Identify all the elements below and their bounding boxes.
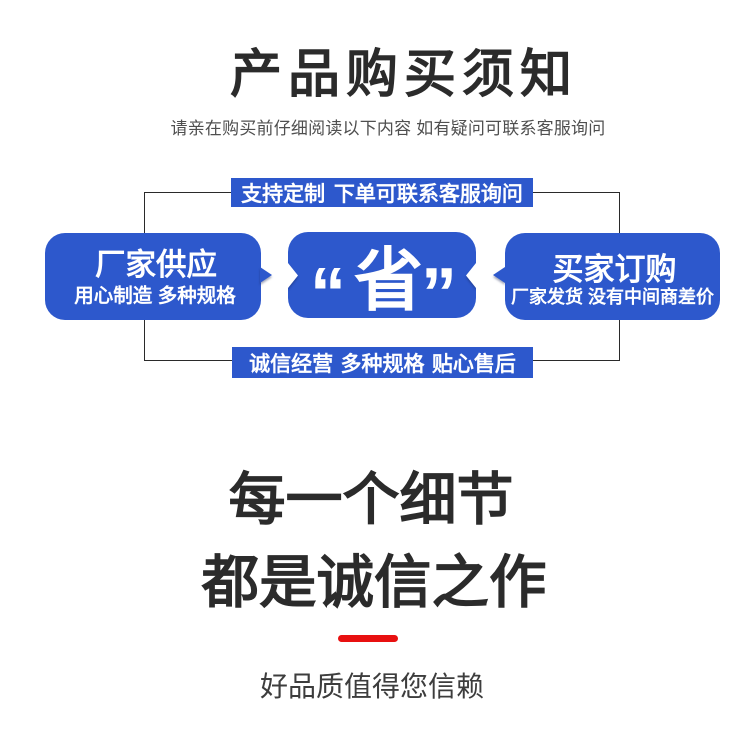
save-node-left-notch-icon xyxy=(288,263,298,288)
bottom-banner: 诚信经营 多种规格 贴心售后 xyxy=(232,347,533,378)
page-subtitle: 请亲在购买前仔细阅读以下内容 如有疑问可联系客服询问 xyxy=(170,119,606,138)
slogan-caption: 好品质值得您信赖 xyxy=(259,671,484,702)
red-divider xyxy=(338,635,398,642)
buyer-node: 买家订购 厂家发货 没有中间商差价 xyxy=(505,233,720,320)
page-title: 产品购买须知 xyxy=(229,46,578,104)
save-character: 省 xyxy=(354,242,423,319)
buyer-node-subtitle: 厂家发货 没有中间商差价 xyxy=(511,287,714,307)
buyer-arrow-icon xyxy=(493,267,505,283)
top-banner-label: 支持定制 下单可联系客服询问 xyxy=(241,182,523,206)
slogan-line1: 每一个细节 xyxy=(228,468,514,532)
bottom-banner-label: 诚信经营 多种规格 贴心售后 xyxy=(249,352,516,376)
close-quote: ” xyxy=(421,254,457,334)
save-node-right-notch-icon xyxy=(466,263,476,288)
buyer-node-title: 买家订购 xyxy=(552,252,677,287)
top-banner: 支持定制 下单可联系客服询问 xyxy=(231,178,533,207)
open-quote: “ xyxy=(310,254,346,334)
supplier-node-title: 厂家供应 xyxy=(95,248,217,282)
save-node xyxy=(288,232,476,318)
slogan-line2: 都是诚信之作 xyxy=(201,551,547,615)
supplier-node: 厂家供应 用心制造 多种规格 xyxy=(45,233,261,320)
supplier-arrow-icon xyxy=(260,267,272,283)
supplier-node-subtitle: 用心制造 多种规格 xyxy=(74,285,236,307)
